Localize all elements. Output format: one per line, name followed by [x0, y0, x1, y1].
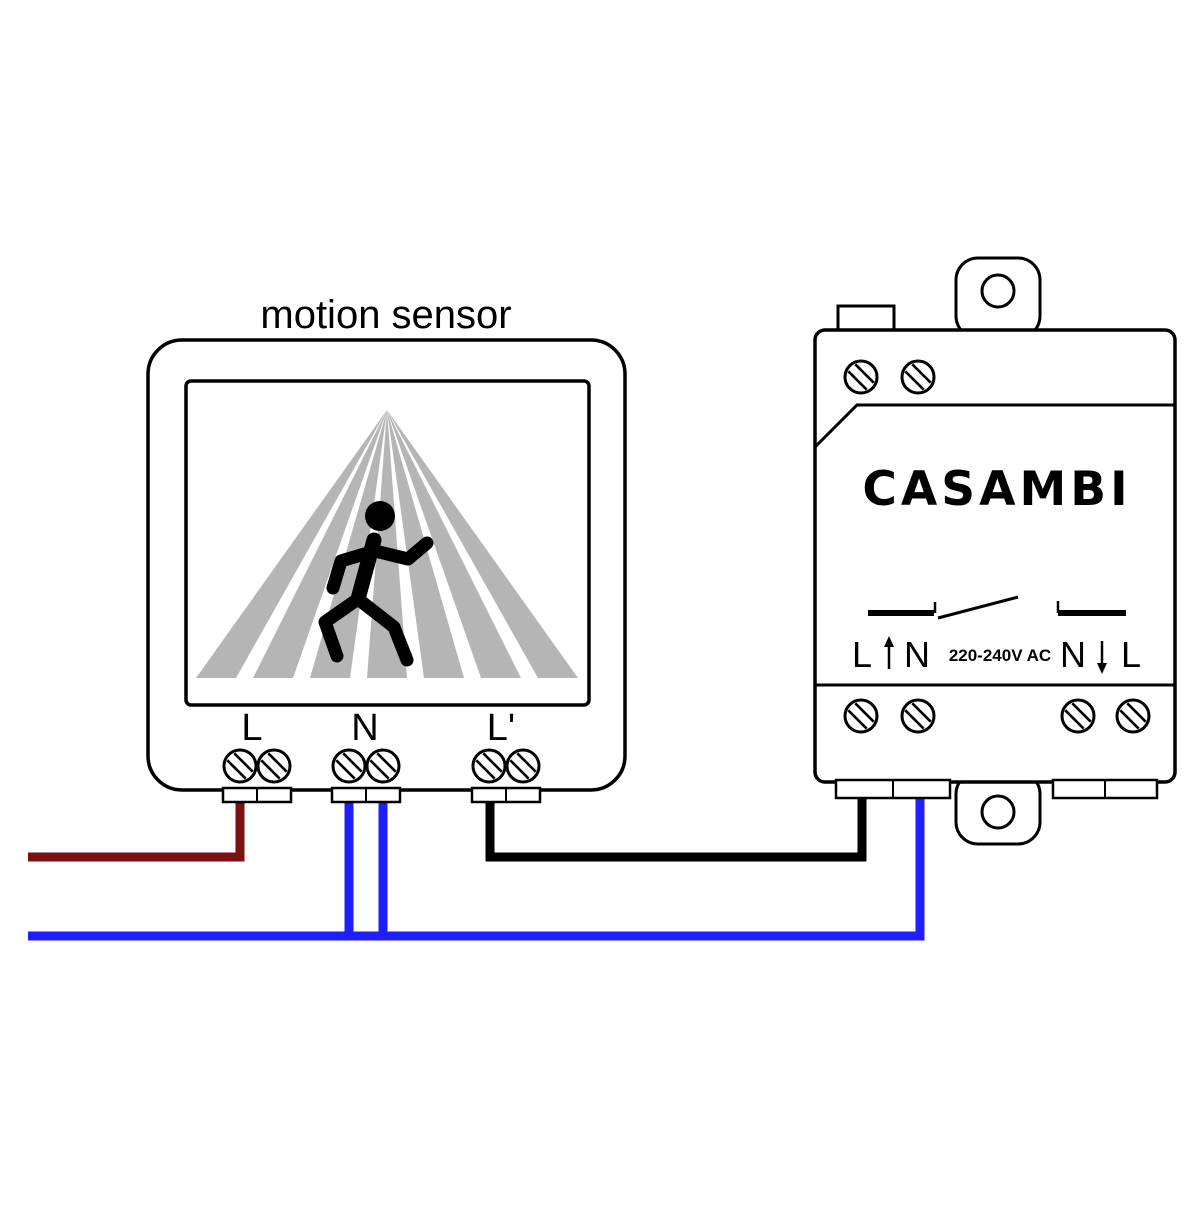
mounting-hole-bottom — [980, 794, 1016, 830]
face-panel-top-edge — [813, 403, 1175, 449]
arrow-down-icon — [1097, 641, 1107, 674]
device-body — [813, 328, 1177, 784]
terminal-label-live: L — [241, 707, 262, 749]
terminal-block — [1051, 778, 1159, 800]
terminal-block — [330, 786, 402, 804]
voltage-rating: 220-240V AC — [949, 646, 1051, 665]
terminal-block — [834, 778, 952, 800]
screw-terminal-icon — [1115, 698, 1151, 734]
screw-terminal-icon — [843, 698, 879, 734]
terminal-label-neutral: N — [351, 707, 378, 749]
input-terminal-label-l: L — [852, 634, 872, 675]
screw-terminal-icon — [900, 698, 936, 734]
output-terminal-label-n: N — [1060, 634, 1086, 675]
screw-terminal-icon — [471, 748, 507, 784]
motion-sensor: motion sensor L N L' — [146, 293, 627, 792]
terminal-block — [470, 786, 542, 804]
live-wire — [28, 795, 245, 862]
running-person-icon — [318, 501, 434, 667]
neutral-wire-bus — [28, 792, 925, 941]
screw-terminal-icon — [1060, 698, 1096, 734]
mounting-hole-top — [980, 273, 1016, 309]
switched-live-wire — [485, 792, 867, 862]
screw-terminal-icon — [843, 359, 879, 395]
brand-logo: CASAMBI — [862, 462, 1131, 517]
terminal-label-switched: L' — [487, 707, 515, 749]
relay-switch-symbol — [868, 595, 1126, 620]
input-terminal-label-n: N — [904, 634, 930, 675]
screw-terminal-icon — [222, 748, 258, 784]
screw-terminal-icon — [256, 748, 292, 784]
terminal-block — [221, 786, 293, 804]
output-terminal-label-l: L — [1121, 634, 1141, 675]
wires — [28, 792, 925, 941]
screw-terminal-icon — [331, 748, 367, 784]
casambi-unit: CASAMBI L N 220-240V AC N L — [813, 256, 1177, 846]
terminal-blocks — [221, 778, 1159, 804]
screw-terminal-icon — [900, 359, 936, 395]
screw-terminal-icon — [365, 748, 401, 784]
screw-terminal-icon — [505, 748, 541, 784]
arrow-up-icon — [884, 636, 894, 669]
diagram-title: motion sensor — [260, 293, 511, 337]
